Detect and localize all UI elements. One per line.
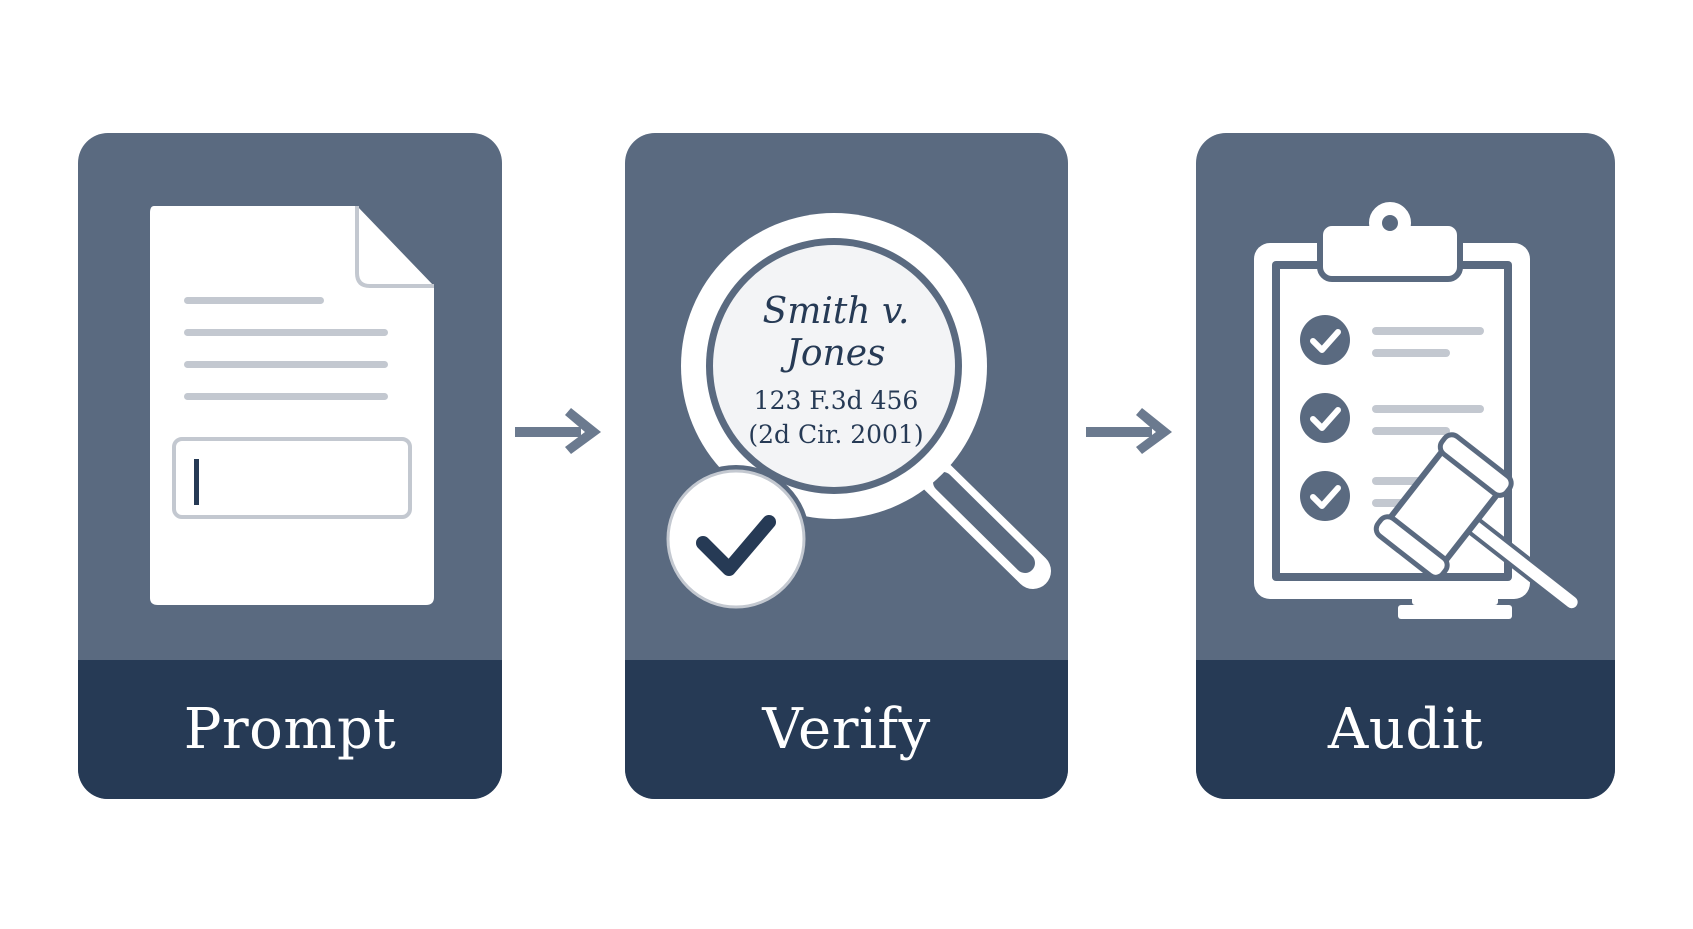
gavel-icon [1373, 432, 1582, 619]
clipboard-clip [1317, 196, 1463, 282]
magnifier-check-icon: Smith v. Jones 123 F.3d 456 (2d Cir. 200… [662, 213, 1051, 613]
document-page [150, 206, 434, 605]
document-fold [355, 206, 434, 288]
text-line [184, 297, 324, 304]
check-badge-icon [662, 465, 810, 613]
step-footer: Verify [625, 660, 1068, 799]
step-label: Verify [762, 697, 931, 762]
step-label: Audit [1327, 697, 1484, 762]
text-line [184, 329, 388, 336]
text-cursor [194, 459, 199, 505]
text-line [184, 393, 388, 400]
step-label: Prompt [183, 697, 397, 762]
step-card-prompt: Prompt [78, 133, 502, 799]
text-line [184, 361, 388, 368]
step-card-audit: Audit [1196, 133, 1615, 799]
step-footer: Prompt [78, 660, 502, 799]
step-footer: Audit [1196, 660, 1615, 799]
document-prompt-icon [150, 206, 434, 605]
citation-reporter: 123 F.3d 456 [754, 386, 919, 415]
citation-case-name: Jones [779, 333, 885, 374]
citation-court-year: (2d Cir. 2001) [748, 420, 923, 449]
magnifier-handle [915, 455, 1051, 589]
checklist-item [1300, 315, 1484, 365]
checklist-item [1300, 393, 1484, 443]
arrow-right-icon [515, 408, 601, 454]
prompt-input-box [172, 437, 412, 519]
step-card-verify: Smith v. Jones 123 F.3d 456 (2d Cir. 200… [625, 133, 1068, 799]
citation-case-name: Smith v. [763, 291, 910, 332]
arrow-right-icon [1086, 408, 1172, 454]
magnifier-lens-glass [713, 245, 955, 487]
clipboard-gavel-icon [1254, 196, 1582, 619]
